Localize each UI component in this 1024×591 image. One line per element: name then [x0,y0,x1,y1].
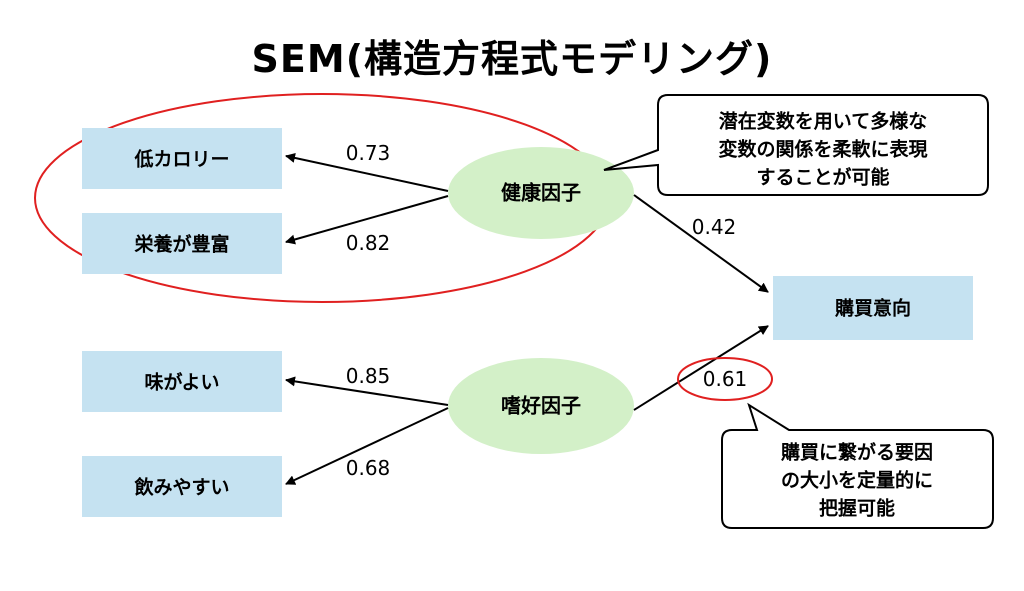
observed-label-low-calorie: 低カロリー [133,148,229,171]
factor-label-preference: 嗜好因子 [501,394,581,418]
path-health-low-calorie [285,153,449,192]
observed-box-purchase-intent: 購買意向 [773,276,973,340]
observed-label-purchase-intent: 購買意向 [835,297,911,320]
callout-latent-line-2: 変数の関係を柔軟に表現 [718,138,927,161]
callout-latent: 潜在変数を用いて多様な 変数の関係を柔軟に表現 することが可能 [603,94,989,196]
callout-latent-line-1: 潜在変数を用いて多様な [719,110,927,133]
callout-quantify-line-1: 購買に繋がる要因 [781,441,933,464]
observed-label-nutritious: 栄養が豊富 [133,233,229,256]
path-health-purchase [633,194,769,293]
callout-quantify: 購買に繋がる要因 の大小を定量的に 把握可能 [721,402,994,529]
coef-preference-purchase: 0.61 [703,367,748,391]
callout-latent-line-3: することが可能 [756,166,889,189]
observed-label-tasty: 味がよい [144,371,219,394]
path-health-nutritious [285,195,449,245]
factor-health: 健康因子 [448,147,634,239]
observed-box-easy-to-drink: 飲みやすい [82,456,282,517]
observed-label-easy-to-drink: 飲みやすい [133,476,229,499]
coef-preference-easy: 0.68 [346,456,391,480]
observed-box-tasty: 味がよい [82,351,282,412]
coef-health-low-calorie: 0.73 [346,141,391,165]
callout-quantify-line-3: 把握可能 [819,497,895,520]
coef-health-purchase: 0.42 [692,215,737,239]
path-preference-purchase [633,325,769,411]
path-preference-tasty [285,376,449,406]
coef-preference-tasty: 0.85 [346,364,391,388]
callout-quantify-line-2: の大小を定量的に [781,469,933,492]
factor-label-health: 健康因子 [501,181,581,205]
path-preference-easy [285,407,449,485]
observed-box-nutritious: 栄養が豊富 [82,213,282,274]
coef-highlight [677,357,773,401]
observed-box-low-calorie: 低カロリー [82,128,282,189]
page-title: SEM(構造方程式モデリング) [251,37,773,81]
factor-preference: 嗜好因子 [448,358,634,454]
coef-health-nutritious: 0.82 [346,231,391,255]
